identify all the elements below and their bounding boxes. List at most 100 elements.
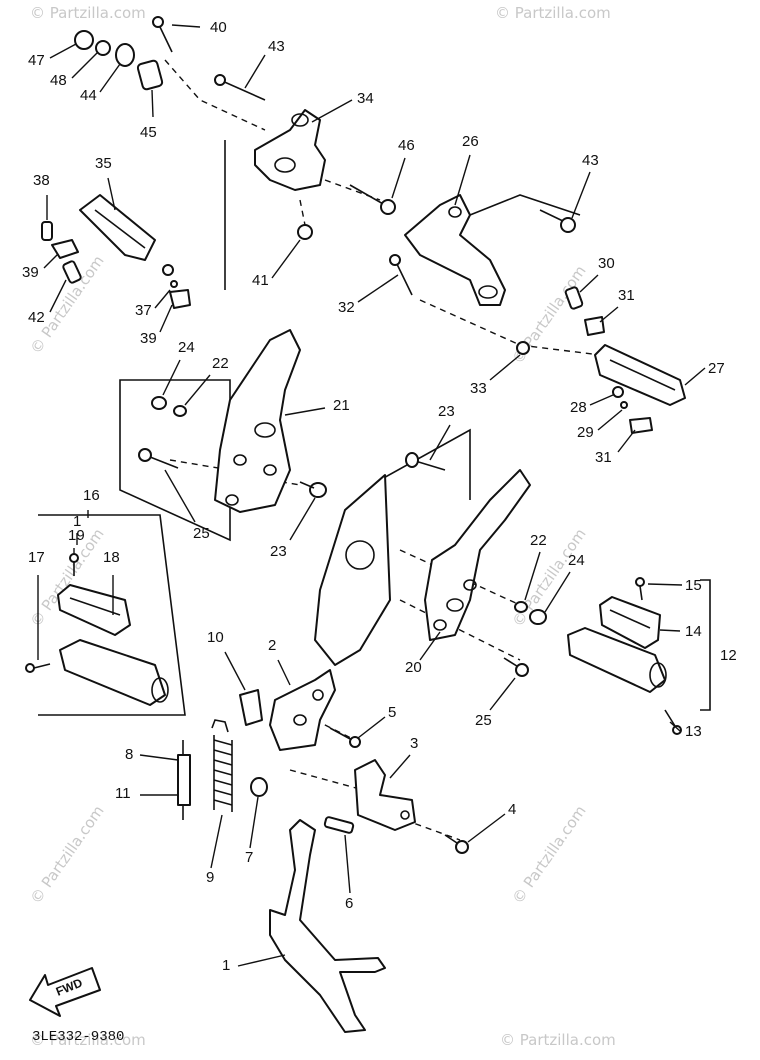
part-number-label: 10 — [207, 629, 224, 646]
callout-leader — [357, 716, 386, 739]
callout-8: 8 — [125, 746, 179, 763]
callout-leader — [99, 63, 121, 93]
drawing-code: 3LE332-9380 — [32, 1029, 124, 1045]
callout-6: 6 — [344, 834, 353, 912]
part-number-label: 31 — [595, 449, 612, 466]
callout-leader — [159, 304, 173, 333]
part-number-label: 25 — [193, 525, 210, 542]
part-number-label: 6 — [345, 895, 353, 912]
callout-3: 3 — [389, 735, 418, 779]
part-number-label: 39 — [140, 330, 157, 347]
callout-2: 2 — [268, 637, 291, 686]
callout-leader — [617, 429, 636, 453]
callout-leader — [224, 651, 246, 691]
part-number-label: 22 — [212, 355, 229, 372]
callout-leader — [669, 721, 681, 732]
callout-31: 31 — [595, 429, 636, 466]
watermark-text: © Partzilla.com — [495, 4, 611, 22]
part-number-label: 2 — [268, 637, 276, 654]
part-number-label: 18 — [103, 549, 120, 566]
callout-12: 12 — [720, 647, 737, 664]
callout-33: 33 — [470, 354, 521, 397]
part-number-label: 14 — [685, 623, 702, 640]
callout-leader — [107, 177, 116, 211]
callout-leader — [489, 354, 521, 381]
callout-47: 47 — [28, 43, 77, 69]
callout-leader — [210, 814, 223, 869]
callout-leader — [489, 677, 516, 711]
callout-leader — [43, 253, 59, 269]
rear-bracket-right — [404, 194, 506, 306]
callout-leader — [49, 43, 77, 59]
callout-25: 25 — [164, 469, 210, 542]
callout-leader — [419, 631, 441, 661]
part-number-label: 23 — [438, 403, 455, 420]
callout-leader — [589, 394, 614, 406]
part-number-label: 33 — [470, 380, 487, 397]
watermark-text: © Partzilla.com — [30, 4, 146, 22]
frame-section — [314, 474, 391, 666]
callout-16: 16 — [83, 487, 100, 518]
footrest-bracket-left — [214, 329, 301, 513]
part-number-label: 26 — [462, 133, 479, 150]
part-number-label: 22 — [530, 532, 547, 549]
footpeg-14 — [599, 596, 661, 649]
callout-leader — [244, 54, 266, 89]
callout-leader — [289, 497, 316, 541]
callout-leader — [154, 289, 171, 309]
callout-leader — [599, 306, 619, 323]
part-number-label: 8 — [125, 746, 133, 763]
part-number-label: 9 — [206, 869, 214, 886]
callout-46: 46 — [391, 137, 415, 199]
footpeg-35 — [79, 194, 156, 261]
springs — [177, 719, 233, 820]
part-number-label: 47 — [28, 52, 45, 69]
callout-leader — [271, 239, 301, 279]
callout-9: 9 — [206, 814, 223, 886]
callout-24: 24 — [544, 552, 585, 613]
callout-41: 41 — [252, 239, 301, 289]
footpeg-18 — [57, 584, 131, 636]
callout-leader — [357, 274, 399, 303]
callout-24: 24 — [162, 339, 195, 396]
callout-21: 21 — [284, 397, 350, 416]
callout-7: 7 — [245, 796, 259, 866]
callout-leader — [139, 754, 179, 761]
callout-5: 5 — [357, 704, 396, 739]
callout-48: 48 — [50, 51, 99, 89]
callout-37: 37 — [135, 289, 171, 319]
callout-17: 17 — [28, 549, 45, 660]
watermark-text: © Partzilla.com — [509, 525, 590, 630]
part-number-label: 24 — [178, 339, 195, 356]
part-number-label: 40 — [210, 19, 227, 36]
part-number-label: 4 — [508, 801, 516, 818]
footpeg-27 — [594, 344, 686, 406]
part-number-label: 3 — [410, 735, 418, 752]
callout-leader — [467, 813, 506, 843]
callout-30: 30 — [579, 255, 615, 293]
part-number-label: 46 — [398, 137, 415, 154]
part-number-label: 35 — [95, 155, 112, 172]
callout-leader — [571, 171, 591, 219]
callout-leader — [524, 551, 541, 601]
callout-39: 39 — [22, 253, 59, 281]
callout-leader — [237, 954, 286, 967]
callout-leader — [389, 754, 411, 779]
callout-19: 19 — [68, 527, 85, 555]
callout-leader — [284, 407, 326, 416]
part-number-label: 16 — [83, 487, 100, 504]
callout-13: 13 — [669, 721, 702, 740]
callout-leader — [162, 359, 181, 396]
part-number-label: 29 — [577, 424, 594, 441]
callout-leader — [344, 834, 351, 894]
callout-leader — [184, 374, 211, 406]
callout-leader — [647, 583, 683, 586]
callout-4: 4 — [467, 801, 516, 843]
callout-leader — [597, 409, 623, 431]
watermark-text: © Partzilla.com — [30, 1031, 146, 1049]
callout-45: 45 — [140, 89, 157, 141]
forward-arrow: FWD — [29, 967, 101, 1017]
part-number-label: 45 — [140, 124, 157, 141]
